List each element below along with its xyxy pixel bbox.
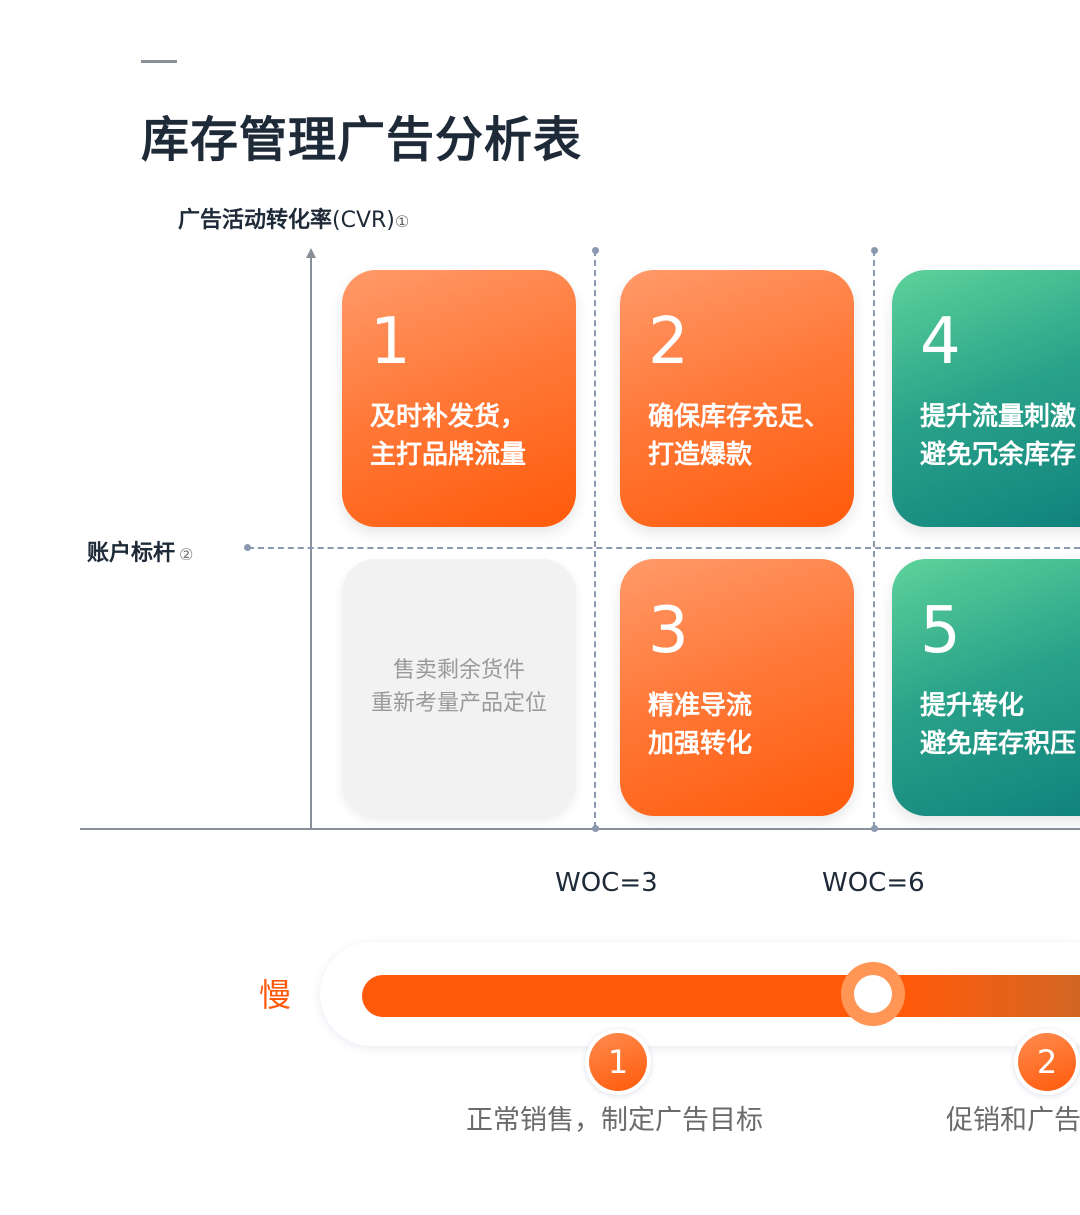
quadrant-card-5[interactable]: 5 提升转化避免库存积压 — [892, 559, 1080, 816]
woc6-divider-top-dot — [871, 247, 878, 254]
card-text: 提升流量刺激避免冗余库存 — [920, 402, 1077, 470]
benchmark-note-marker: ② — [179, 545, 194, 564]
slider-handle-center — [854, 975, 892, 1013]
card-text: 售卖剩余货件重新考量产品定位 — [370, 658, 547, 716]
step-2-label: 促销和广告 — [946, 1105, 1080, 1136]
y-axis-line — [310, 256, 312, 830]
card-number: 2 — [648, 305, 689, 379]
quadrant-card-1[interactable]: 1 及时补发货，主打品牌流量 — [342, 270, 576, 527]
x-marker-woc6: WOC=6 — [822, 868, 925, 898]
step-2-badge[interactable]: 2 — [1018, 1033, 1076, 1091]
card-text: 及时补发货，主打品牌流量 — [370, 402, 527, 470]
card-text: 精准导流加强转化 — [648, 691, 753, 759]
woc3-divider-line — [594, 250, 596, 828]
y-axis-arrow-icon — [306, 248, 316, 258]
x-marker-woc3: WOC=3 — [555, 868, 658, 898]
y-axis-title: 广告活动转化率(CVR)① — [178, 202, 409, 234]
woc3-divider-top-dot — [592, 247, 599, 254]
benchmark-line-dot — [244, 544, 251, 551]
card-number: 4 — [920, 305, 961, 379]
woc3-divider-bottom-dot — [592, 825, 599, 832]
step-1-badge[interactable]: 1 — [589, 1033, 647, 1091]
quadrant-card-4[interactable]: 4 提升流量刺激避免冗余库存 — [892, 270, 1080, 527]
woc6-divider-bottom-dot — [871, 825, 878, 832]
y-axis-title-abbr: (CVR) — [332, 208, 395, 233]
benchmark-label-text: 账户标杆 — [87, 541, 176, 566]
quadrant-card-grey[interactable]: 售卖剩余货件重新考量产品定位 — [342, 559, 576, 816]
slider-slow-label: 慢 — [259, 976, 292, 1014]
y-axis-note-marker: ① — [394, 212, 410, 231]
x-axis-line — [80, 828, 1080, 830]
step-1-label: 正常销售，制定广告目标 — [466, 1105, 763, 1136]
card-text: 提升转化避免库存积压 — [920, 691, 1077, 759]
quadrant-card-2[interactable]: 2 确保库存充足、打造爆款 — [620, 270, 854, 527]
benchmark-line — [248, 547, 1080, 549]
page-title: 库存管理广告分析表 — [141, 112, 583, 168]
card-number: 1 — [370, 305, 411, 379]
slider-handle[interactable] — [841, 962, 905, 1026]
card-number: 3 — [648, 594, 689, 668]
slider-track[interactable] — [362, 975, 1080, 1017]
title-accent-line — [141, 60, 177, 63]
y-axis-title-text: 广告活动转化率 — [178, 208, 333, 233]
card-number: 5 — [920, 594, 961, 668]
woc6-divider-line — [873, 250, 875, 828]
quadrant-card-3[interactable]: 3 精准导流加强转化 — [620, 559, 854, 816]
card-text: 确保库存充足、打造爆款 — [648, 402, 831, 470]
